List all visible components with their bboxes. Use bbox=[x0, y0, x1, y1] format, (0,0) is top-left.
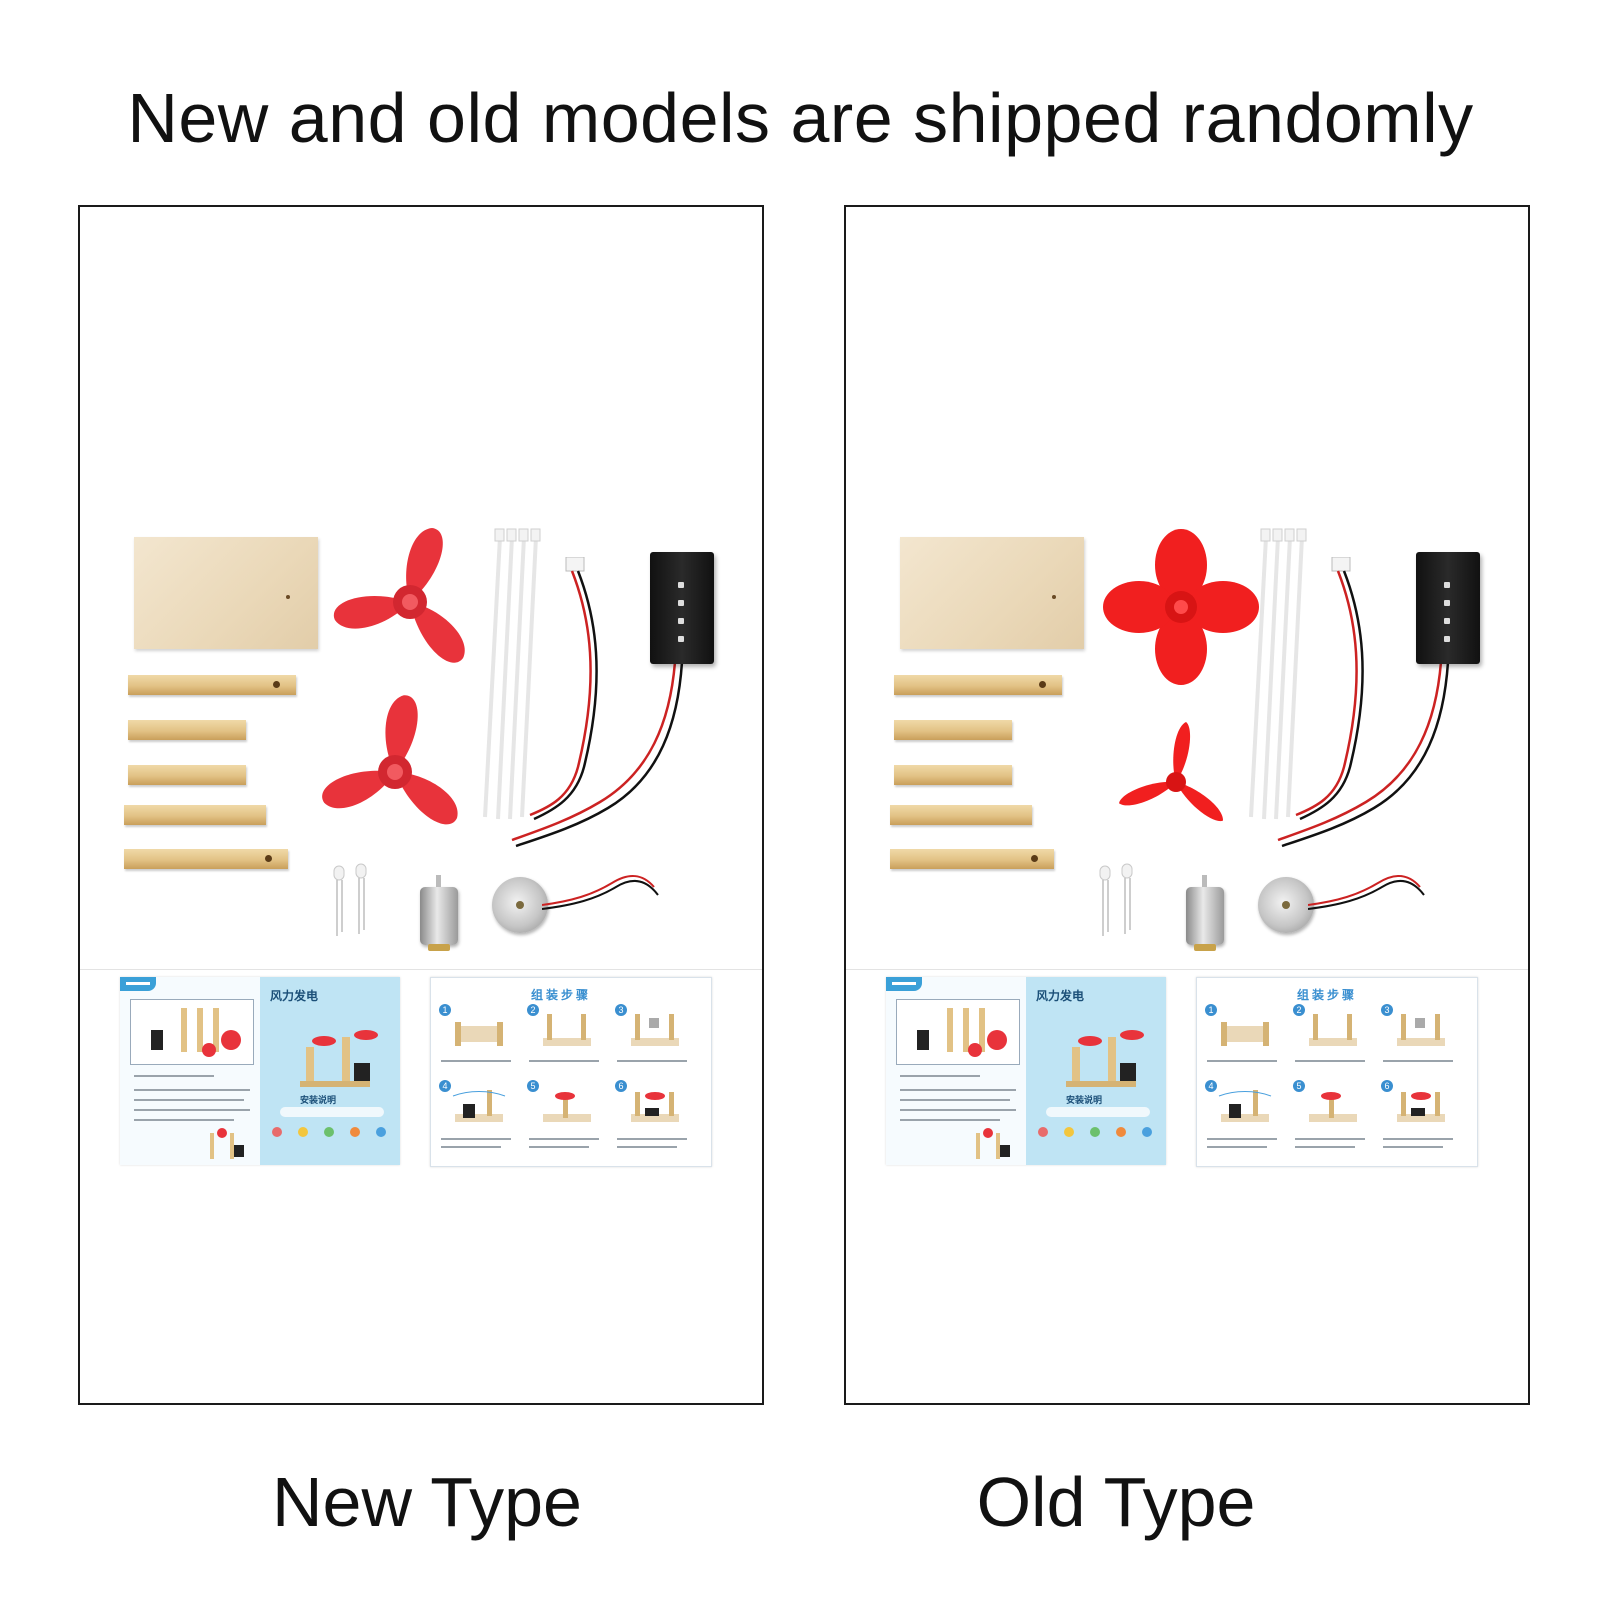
round-motor bbox=[492, 877, 548, 933]
manual-step: 6 bbox=[1381, 1080, 1457, 1130]
cable-ties-icon bbox=[1249, 528, 1307, 820]
manual-tag bbox=[886, 977, 922, 991]
manual-cover: 风力发电 安装说明 bbox=[886, 977, 1166, 1165]
manual-banner bbox=[280, 1107, 384, 1117]
wooden-stick bbox=[890, 805, 1032, 825]
new-type-panel: 风力发电 安装说明 组装步骤 1 2 bbox=[78, 205, 764, 1405]
manual-step: 5 bbox=[527, 1080, 603, 1130]
manual-step: 1 bbox=[1205, 1004, 1281, 1054]
manual-step: 5 bbox=[1293, 1080, 1369, 1130]
manual-steps-title: 组装步骤 bbox=[1297, 988, 1358, 1002]
motor-wire-icon bbox=[1308, 875, 1425, 910]
manual-step: 3 bbox=[615, 1004, 691, 1054]
manual-photo bbox=[896, 999, 1020, 1065]
three-blade-fan-icon bbox=[322, 695, 458, 825]
manual-cover-subtitle: 安装说明 bbox=[1066, 1095, 1103, 1105]
manual-steps-title: 组装步骤 bbox=[531, 988, 592, 1002]
old-type-caption: Old Type bbox=[976, 1463, 1256, 1541]
photo-divider bbox=[80, 969, 762, 970]
manual-banner bbox=[1046, 1107, 1150, 1117]
headline: New and old models are shipped randomly bbox=[127, 79, 1474, 157]
motor-wire-icon bbox=[542, 875, 659, 910]
wire-connector-icon bbox=[511, 662, 684, 848]
wooden-stick bbox=[894, 675, 1062, 695]
manual-step: 6 bbox=[615, 1080, 691, 1130]
four-blade-fan-icon bbox=[1103, 529, 1259, 685]
wire-connector-icon bbox=[1295, 557, 1364, 821]
battery-holder bbox=[650, 552, 714, 664]
manual-step: 1 bbox=[439, 1004, 515, 1054]
wooden-stick bbox=[124, 849, 288, 869]
photo-divider bbox=[846, 969, 1528, 970]
new-type-caption: New Type bbox=[272, 1463, 582, 1541]
manual-photo bbox=[130, 999, 254, 1065]
manual-step: 2 bbox=[527, 1004, 603, 1054]
cable-ties-icon bbox=[483, 528, 541, 820]
manual-steps: 组装步骤 1 2 3 4 5 6 bbox=[1196, 977, 1478, 1167]
windmill-illustration-icon bbox=[1066, 1030, 1144, 1087]
manual-step: 3 bbox=[1381, 1004, 1457, 1054]
manual-cover-title: 风力发电 bbox=[1036, 989, 1085, 1003]
wooden-stick bbox=[894, 765, 1012, 785]
wooden-board bbox=[134, 537, 318, 649]
wire-connector-icon bbox=[529, 557, 598, 821]
round-motor bbox=[1258, 877, 1314, 933]
wooden-stick bbox=[124, 805, 266, 825]
windmill-illustration-icon bbox=[300, 1030, 378, 1087]
wooden-stick bbox=[894, 720, 1012, 740]
wire-connector-icon bbox=[1277, 662, 1450, 848]
manual-step: 4 bbox=[1205, 1080, 1281, 1130]
led-icon bbox=[1099, 863, 1133, 936]
manual-tag bbox=[120, 977, 156, 991]
wooden-stick bbox=[128, 675, 296, 695]
wooden-stick bbox=[128, 765, 246, 785]
battery-holder bbox=[1416, 552, 1480, 664]
led-icon bbox=[333, 863, 367, 936]
manual-cover-title: 风力发电 bbox=[270, 989, 319, 1003]
manual-steps: 组装步骤 1 2 3 4 5 6 bbox=[430, 977, 712, 1167]
wooden-stick bbox=[128, 720, 246, 740]
dc-motor bbox=[1186, 875, 1224, 951]
three-blade-fan-icon bbox=[333, 528, 465, 663]
propeller-icon bbox=[1119, 722, 1223, 822]
old-type-panel: 风力发电 安装说明 组装步骤 1 2 bbox=[844, 205, 1530, 1405]
manual-step: 2 bbox=[1293, 1004, 1369, 1054]
manual-cover: 风力发电 安装说明 bbox=[120, 977, 400, 1165]
dc-motor bbox=[420, 875, 458, 951]
manual-cover-subtitle: 安装说明 bbox=[300, 1095, 337, 1105]
manual-step: 4 bbox=[439, 1080, 515, 1130]
wooden-board bbox=[900, 537, 1084, 649]
wooden-stick bbox=[890, 849, 1054, 869]
